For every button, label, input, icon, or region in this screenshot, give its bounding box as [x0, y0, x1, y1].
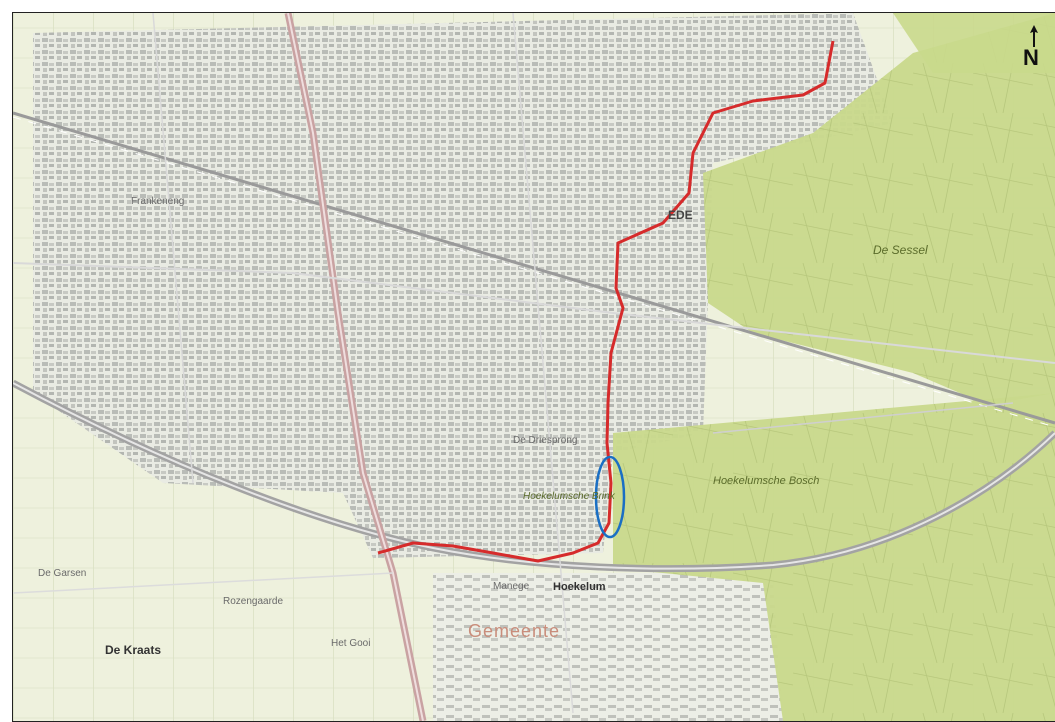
forest-area-top: [893, 13, 1055, 73]
railway-dash: [13, 116, 1055, 428]
label-de-kraats: De Kraats: [105, 643, 162, 657]
map-frame[interactable]: Frankeneng EDE De Sessel De Driesprong H…: [12, 12, 1055, 722]
road-3: [512, 13, 574, 714]
label-het-gooi: Het Gooi: [331, 638, 371, 649]
north-arrow-icon: [1030, 25, 1038, 47]
motorway-a30-center: [287, 13, 424, 721]
road-2: [152, 13, 194, 484]
label-manege: Manege: [493, 581, 530, 592]
label-hoekelumsche-bosch: Hoekelumsche Bosch: [713, 475, 820, 487]
planned-route-line[interactable]: [377, 40, 835, 563]
forest-area-northeast: [703, 13, 1055, 405]
railway-line: [13, 111, 1055, 425]
urban-area-south: [433, 573, 783, 721]
urban-area-north: [33, 13, 893, 558]
north-label: N: [1023, 45, 1039, 70]
label-hoekelum: Hoekelum: [553, 581, 606, 593]
road-1: [13, 262, 1055, 364]
north-arrow: N: [1023, 25, 1045, 69]
road-4: [13, 572, 394, 594]
label-hoekelumsche-brink: Hoekelumsche Brink: [523, 491, 615, 502]
label-rozengaarde: Rozengaarde: [223, 596, 284, 607]
label-ede: EDE: [668, 208, 693, 222]
motorway-a12-center: [13, 382, 1055, 570]
label-de-sessel: De Sessel: [873, 243, 928, 257]
label-de-garsen: De Garsen: [38, 568, 87, 579]
topographic-map[interactable]: [13, 13, 1055, 721]
road-5: [712, 402, 1014, 434]
label-frankeneng: Frankeneng: [131, 196, 185, 207]
label-gemeente: Gemeente: [468, 621, 561, 641]
highlight-ellipse[interactable]: [594, 455, 626, 539]
label-de-driesprong: De Driesprong: [513, 435, 578, 446]
